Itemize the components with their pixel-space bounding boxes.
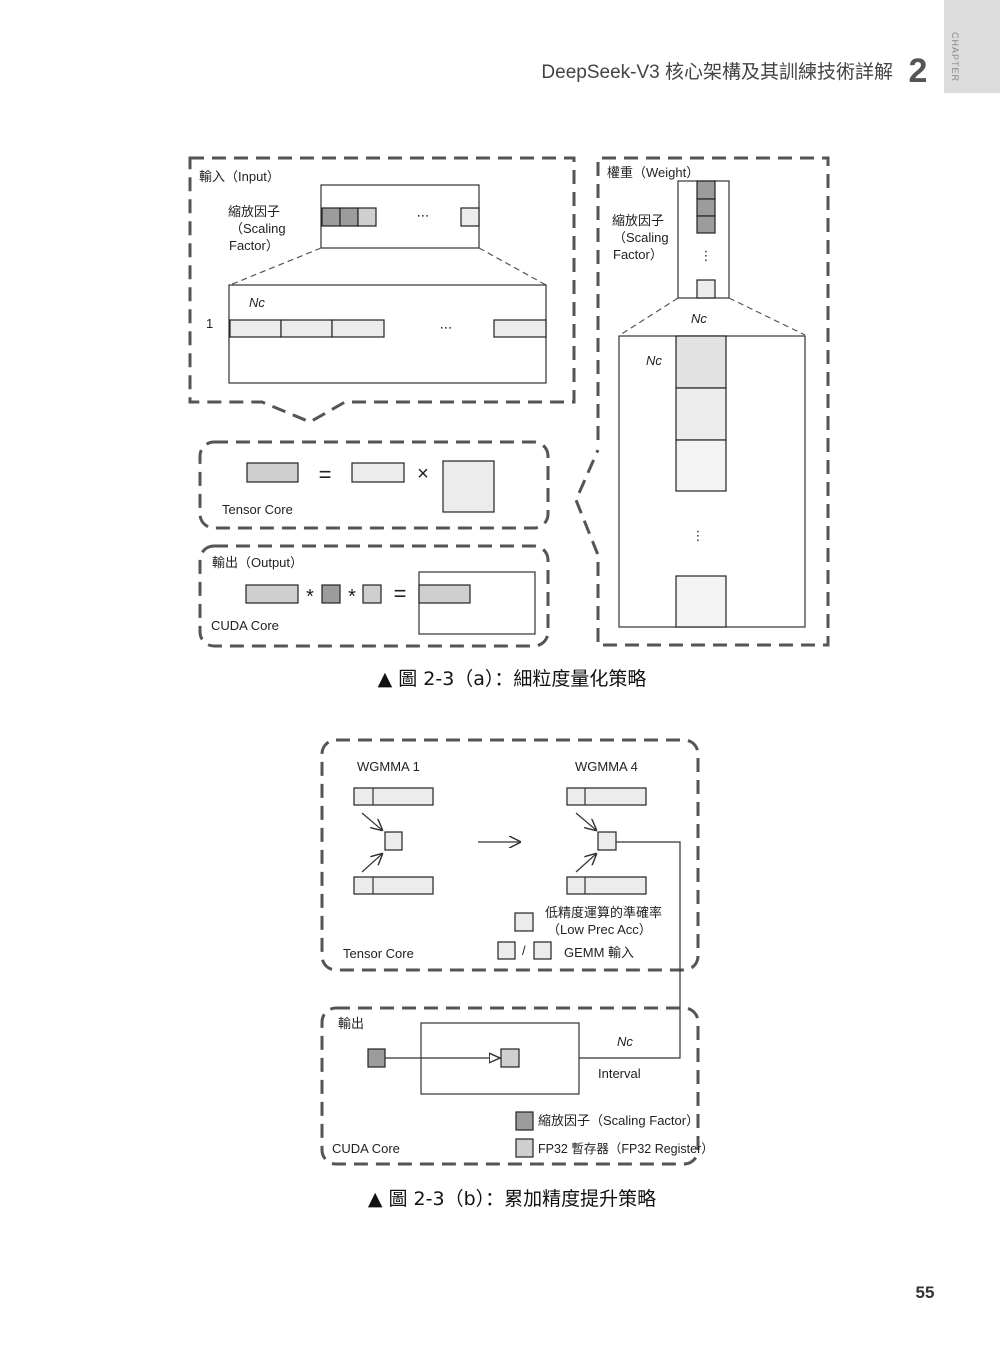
legend-slash: /: [522, 943, 526, 958]
figure-b: WGMMA 1 WGMMA 4 低精度運算的準確率 （Low Prec Acc）…: [320, 738, 714, 1210]
scaling-factor-label: （Scaling: [613, 230, 669, 245]
weight-region: [574, 156, 830, 647]
legend-low-prec-en: （Low Prec Acc）: [547, 922, 652, 937]
row-label: 1: [206, 316, 213, 331]
equals-sign: =: [394, 581, 407, 606]
output-label: 輸出: [338, 1016, 364, 1031]
scaling-factor-label: 縮放因子: [228, 204, 280, 219]
chapter-number: 2: [909, 52, 928, 90]
input-label: 輸入（Input）: [199, 169, 280, 184]
running-header: DeepSeek-V3 核心架構及其訓練技術詳解 2 CHAPTER: [541, 0, 1000, 93]
vertical-ellipsis: ⋮: [700, 248, 713, 263]
nc-label: Nc: [617, 1034, 633, 1049]
tensor-core-label: Tensor Core: [343, 946, 414, 961]
scale-cell: [460, 207, 480, 227]
multiply-star: *: [306, 586, 314, 608]
scaling-factor-label: Factor）: [229, 238, 279, 253]
book-title: DeepSeek-V3 核心架構及其訓練技術詳解: [541, 61, 893, 83]
tensor-core-label: Tensor Core: [222, 502, 293, 517]
weight-label: 權重（Weight）: [607, 165, 699, 180]
ellipsis: ⋯: [417, 208, 430, 223]
wgmma-1-label: WGMMA 1: [357, 759, 420, 774]
nc-label: Nc: [691, 311, 707, 326]
nc-label: Nc: [646, 353, 662, 368]
legend-scaling-factor: 縮放因子（Scaling Factor）: [538, 1113, 699, 1128]
chapter-label: CHAPTER: [950, 32, 960, 82]
output-region: [198, 544, 550, 648]
scale-cell: [339, 207, 359, 227]
input-region: [188, 156, 576, 424]
scale-cell: [321, 207, 341, 227]
ellipsis: ⋯: [440, 320, 453, 335]
interval-label: Interval: [598, 1066, 641, 1081]
multiply-star: *: [348, 586, 356, 608]
input-tile: [331, 319, 385, 338]
input-tile: [280, 319, 333, 338]
equals-sign: =: [319, 462, 332, 487]
wgmma-4-label: WGMMA 4: [575, 759, 638, 774]
cuda-core-label: CUDA Core: [332, 1141, 400, 1156]
tensor-core-region: [198, 440, 550, 530]
cuda-core-label: CUDA Core: [211, 618, 279, 633]
caption-b: ▲ 圖 2-3（b）：累加精度提升策略: [368, 1188, 656, 1210]
cuda-core-region: [320, 1006, 700, 1166]
chapter-tab: [944, 0, 1000, 93]
output-label: 輸出（Output）: [212, 555, 303, 570]
input-tile: [229, 319, 282, 338]
caption-a: ▲ 圖 2-3（a）：細粒度量化策略: [378, 668, 647, 690]
legend-gemm: GEMM 輸入: [564, 945, 634, 960]
figure-a: 輸入（Input） 縮放因子 （Scaling Factor） ⋯ Nc 1 ⋯…: [188, 156, 830, 690]
tensor-core-region: [320, 738, 700, 972]
scale-cell: [357, 207, 377, 227]
legend-fp32-register: FP32 暫存器（FP32 Register）: [538, 1141, 714, 1156]
scaling-factor-label: Factor）: [613, 247, 663, 262]
input-tile: [493, 319, 547, 338]
scaling-factor-label: （Scaling: [230, 221, 286, 236]
times-sign: ×: [417, 463, 429, 485]
vertical-ellipsis: ⋮: [692, 528, 705, 543]
legend-low-prec: 低精度運算的準確率: [545, 905, 662, 920]
page-number: 55: [916, 1283, 935, 1302]
nc-label: Nc: [249, 295, 265, 310]
scaling-factor-label: 縮放因子: [612, 213, 664, 228]
